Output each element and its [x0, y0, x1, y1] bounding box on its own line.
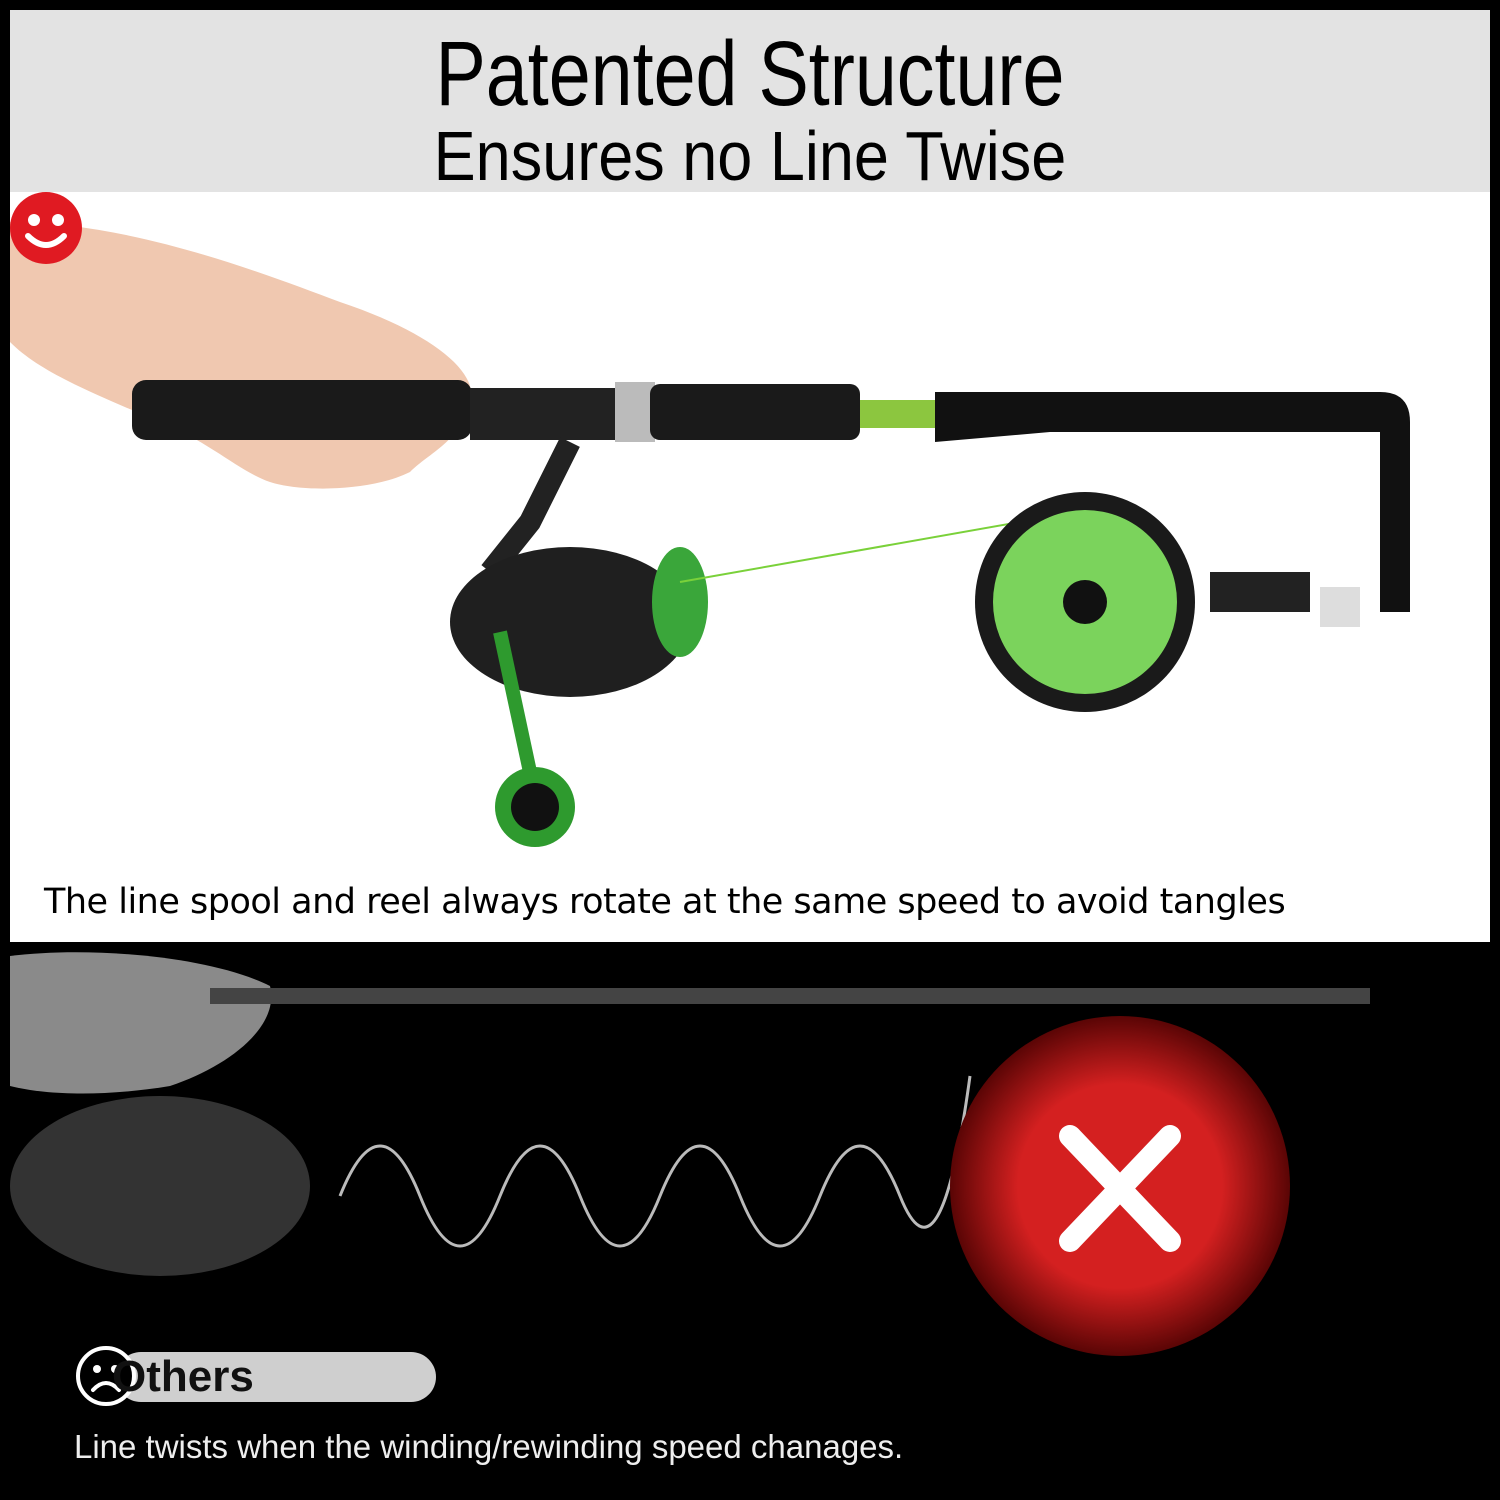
rod-handle [132, 380, 472, 440]
rod [210, 988, 1370, 1004]
sad-face-icon [76, 1346, 136, 1406]
x-mark-icon [1059, 1125, 1181, 1252]
others-comparison-panel: Others Line twists when the winding/rewi… [10, 946, 1490, 1490]
hand-image [10, 952, 272, 1094]
page-title: Patented Structure [435, 23, 1065, 125]
smiley-face-icon [10, 192, 82, 264]
others-badge: Others [76, 1346, 436, 1408]
others-caption: Line twists when the winding/rewinding s… [74, 1428, 904, 1465]
good-caption: The line spool and reel always rotate at… [44, 882, 1286, 922]
page-subtitle: Ensures no Line Twise [433, 117, 1067, 195]
others-label: Others [112, 1352, 254, 1401]
twisted-line-illustration [10, 952, 1370, 1356]
header-banner: Patented Structure Ensures no Line Twise [10, 10, 1490, 195]
rod-spooler-illustration [10, 222, 1410, 847]
twisted-line [338, 1075, 972, 1248]
green-rod-section [860, 400, 940, 428]
spinning-reel [10, 1096, 310, 1276]
fishing-line [679, 521, 1021, 583]
good-structure-panel: The line spool and reel always rotate at… [10, 192, 1490, 942]
spooler-arm [935, 392, 1410, 612]
